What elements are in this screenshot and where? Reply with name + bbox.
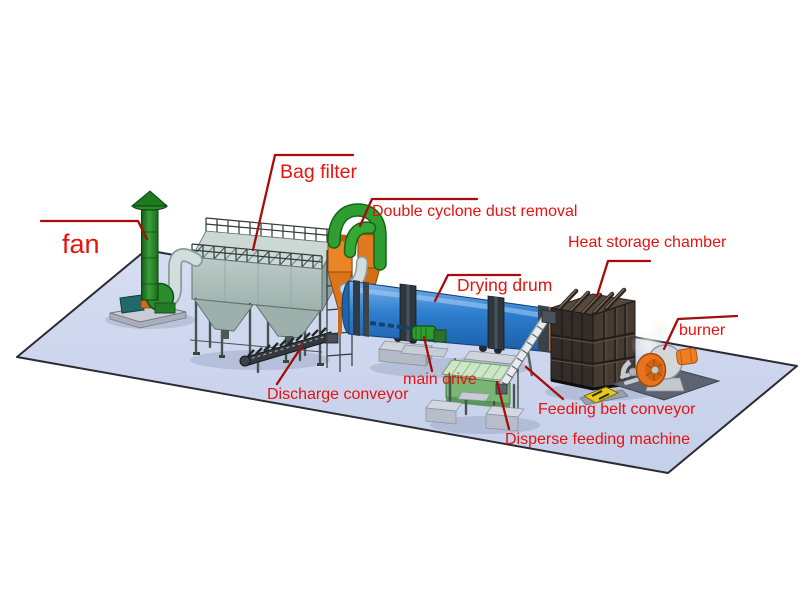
fan-motor xyxy=(119,294,145,314)
main-drive-motor xyxy=(400,325,449,358)
label-discharge-conveyor: Discharge conveyor xyxy=(267,386,409,403)
burner-machine xyxy=(610,320,721,401)
leader-double-cyclone xyxy=(358,197,479,228)
leader-burner xyxy=(662,314,739,351)
leader-bag-filter xyxy=(251,153,355,252)
leader-discharge-conveyor xyxy=(275,344,304,386)
cyclone-green-pipes xyxy=(327,203,387,271)
label-burner: burner xyxy=(679,322,726,339)
label-fan: fan xyxy=(62,229,100,259)
label-heat-storage: Heat storage chamber xyxy=(568,234,727,251)
leader-fan xyxy=(39,219,149,241)
leader-heat-storage xyxy=(595,259,652,298)
bag-filter-back-railing xyxy=(205,217,337,243)
leader-main-drive xyxy=(422,335,434,373)
bag-filter-machine xyxy=(189,217,337,366)
drying-drum-machine xyxy=(341,280,557,353)
leader-feeding-belt xyxy=(524,365,565,401)
heat-storage-chamber-machine xyxy=(550,287,636,391)
annotation-leaders xyxy=(39,153,739,431)
feeding-belt-conveyor-machine xyxy=(495,309,557,395)
annotation-labels: fan Bag filter Double cyclone dust remov… xyxy=(62,161,727,448)
label-feeding-belt: Feeding belt conveyor xyxy=(538,401,696,418)
leader-drying-drum xyxy=(433,273,522,303)
burner-motor xyxy=(676,347,698,366)
yellow-guard-ramp xyxy=(579,386,629,406)
fan-machine xyxy=(109,190,187,329)
label-main-drive: main drive xyxy=(403,371,477,388)
leader-disperse-feeding xyxy=(495,380,511,431)
disperse-feeding-machine xyxy=(425,358,525,432)
bag-filter-hoppers xyxy=(192,298,321,345)
discharge-conveyor-machine xyxy=(239,327,339,374)
fan-exhaust-stack xyxy=(141,206,159,301)
stack-cone-cap xyxy=(130,190,169,207)
label-drying-drum: Drying drum xyxy=(457,275,552,295)
conveyor-head-chute xyxy=(541,309,557,325)
feeder-foundation-blocks xyxy=(425,391,525,432)
label-bag-filter: Bag filter xyxy=(280,161,357,183)
label-disperse-feeding: Disperse feeding machine xyxy=(505,431,690,448)
label-double-cyclone: Double cyclone dust removal xyxy=(372,203,577,220)
